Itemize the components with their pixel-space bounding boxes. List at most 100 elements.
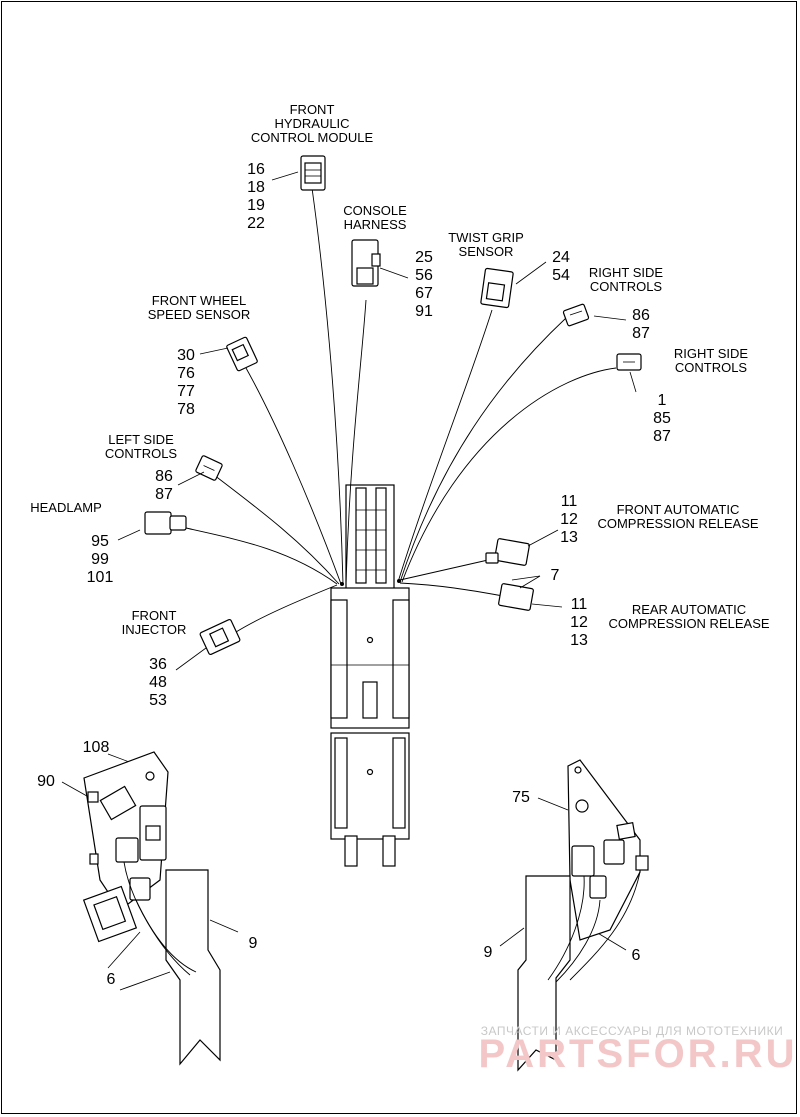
callout-num: 36 xyxy=(149,656,167,673)
callout-num: 18 xyxy=(247,179,265,196)
callout-num: 86 xyxy=(632,307,650,324)
connector-front-hcm xyxy=(300,155,326,191)
connector-front-acr xyxy=(485,538,530,566)
caption-rsc2-l1: RIGHT SIDE xyxy=(674,346,748,361)
callout-injector: 36 48 53 xyxy=(149,656,167,709)
callout-num: 12 xyxy=(570,614,588,631)
caption-console: CONSOLE HARNESS xyxy=(343,203,407,232)
connector-left-side-controls xyxy=(195,455,223,481)
callout-num: 76 xyxy=(177,365,195,382)
callout-num: 11 xyxy=(571,596,588,613)
caption-fws: FRONT WHEEL SPEED SENSOR xyxy=(148,293,251,322)
caption-lsc-l1: LEFT SIDE xyxy=(108,432,174,447)
caption-injector-l2: INJECTOR xyxy=(122,622,187,637)
caption-rsc1-l1: RIGHT SIDE xyxy=(589,265,663,280)
callout-console: 25 56 67 91 xyxy=(415,249,433,320)
callout-num: 11 xyxy=(561,493,578,510)
caption-headlamp: HEADLAMP xyxy=(30,500,102,515)
caption-racr-l2: COMPRESSION RELEASE xyxy=(608,616,769,631)
caption-front-hcm-l3: CONTROL MODULE xyxy=(251,130,374,145)
watermark-logo: PARTSFOR.RU xyxy=(479,1032,798,1076)
callout-num: 67 xyxy=(415,285,433,302)
callout-num: 99 xyxy=(91,551,109,568)
callout-90: 90 xyxy=(37,773,55,790)
connector-right-side-controls-1 xyxy=(562,303,590,327)
caption-racr: REAR AUTOMATIC COMPRESSION RELEASE xyxy=(608,602,769,631)
caption-front-hcm-l2: HYDRAULIC xyxy=(274,116,349,131)
frame-spine xyxy=(330,484,410,867)
left-bracket-assembly xyxy=(82,751,221,1066)
callout-6-right: 6 xyxy=(632,947,641,964)
connector-twist-grip xyxy=(480,267,514,309)
callout-headlamp: 95 99 101 xyxy=(87,533,114,586)
caption-lsc-l2: CONTROLS xyxy=(105,446,178,461)
callout-num: 53 xyxy=(149,692,167,709)
callout-num: 87 xyxy=(155,486,173,503)
harness-wires xyxy=(185,187,617,633)
caption-rsc2: RIGHT SIDE CONTROLS xyxy=(674,346,748,375)
connector-front-injector xyxy=(199,618,241,656)
callout-lsc: 86 87 xyxy=(155,468,173,503)
callout-facr: 11 12 13 xyxy=(560,493,578,546)
callout-num: 19 xyxy=(247,197,265,214)
callout-6-left: 6 xyxy=(107,971,116,988)
callout-rsc1: 86 87 xyxy=(632,307,650,342)
callout-num: 101 xyxy=(87,569,114,586)
connector-rear-acr xyxy=(498,583,534,611)
callout-num: 87 xyxy=(632,325,650,342)
callout-fws: 30 76 77 78 xyxy=(177,347,195,418)
caption-rsc1-l2: CONTROLS xyxy=(590,279,663,294)
caption-racr-l1: REAR AUTOMATIC xyxy=(632,602,746,617)
caption-facr-l2: COMPRESSION RELEASE xyxy=(597,516,758,531)
callout-num: 48 xyxy=(149,674,167,691)
callout-num: 13 xyxy=(570,632,588,649)
callout-num: 22 xyxy=(247,215,265,232)
watermark-tagline: ЗАПЧАСТИ И АКСЕССУАРЫ ДЛЯ МОТОТЕХНИКИ xyxy=(481,1024,783,1038)
caption-facr: FRONT AUTOMATIC COMPRESSION RELEASE xyxy=(597,502,758,531)
callout-108: 108 xyxy=(83,739,110,756)
caption-twist-l2: SENSOR xyxy=(459,244,514,259)
connector-console-harness xyxy=(351,239,381,287)
callout-num: 30 xyxy=(177,347,195,364)
caption-rsc2-l2: CONTROLS xyxy=(675,360,748,375)
callout-num: 77 xyxy=(177,383,195,400)
callout-num: 56 xyxy=(415,267,433,284)
callout-num: 78 xyxy=(177,401,195,418)
callout-num: 87 xyxy=(653,428,671,445)
connector-right-side-controls-2 xyxy=(616,353,642,371)
caption-fws-l2: SPEED SENSOR xyxy=(148,307,251,322)
callout-9-left: 9 xyxy=(249,935,258,952)
caption-lsc: LEFT SIDE CONTROLS xyxy=(105,432,178,461)
callout-twist: 24 54 xyxy=(552,249,570,284)
connector-headlamp xyxy=(144,511,187,535)
caption-front-hcm: FRONT HYDRAULIC CONTROL MODULE xyxy=(251,102,374,145)
callout-front-hcm: 16 18 19 22 xyxy=(247,161,265,232)
callout-num: 95 xyxy=(91,533,109,550)
callout-num: 25 xyxy=(415,249,433,266)
connector-front-wheel-speed xyxy=(226,336,258,372)
callout-racr: 11 12 13 xyxy=(570,596,588,649)
caption-fws-l1: FRONT WHEEL xyxy=(152,293,246,308)
callout-num: 13 xyxy=(560,529,578,546)
callout-num: 12 xyxy=(560,511,578,528)
callout-rsc2: 1 85 87 xyxy=(653,392,671,445)
callout-num: 91 xyxy=(415,303,433,320)
right-bracket-assembly xyxy=(517,759,649,1072)
callout-num: 54 xyxy=(552,267,570,284)
callout-num: 24 xyxy=(552,249,570,266)
caption-twist: TWIST GRIP SENSOR xyxy=(448,230,524,259)
caption-console-l1: CONSOLE xyxy=(343,203,407,218)
caption-injector: FRONT INJECTOR xyxy=(122,608,187,637)
callout-75: 75 xyxy=(512,789,530,806)
caption-facr-l1: FRONT AUTOMATIC xyxy=(617,502,740,517)
caption-injector-l1: FRONT xyxy=(132,608,177,623)
callout-num: 86 xyxy=(155,468,173,485)
caption-rsc1: RIGHT SIDE CONTROLS xyxy=(589,265,663,294)
callout-seven: 7 xyxy=(551,567,560,584)
callout-num: 85 xyxy=(653,410,671,427)
caption-front-hcm-l1: FRONT xyxy=(290,102,335,117)
callout-9-right: 9 xyxy=(484,944,493,961)
